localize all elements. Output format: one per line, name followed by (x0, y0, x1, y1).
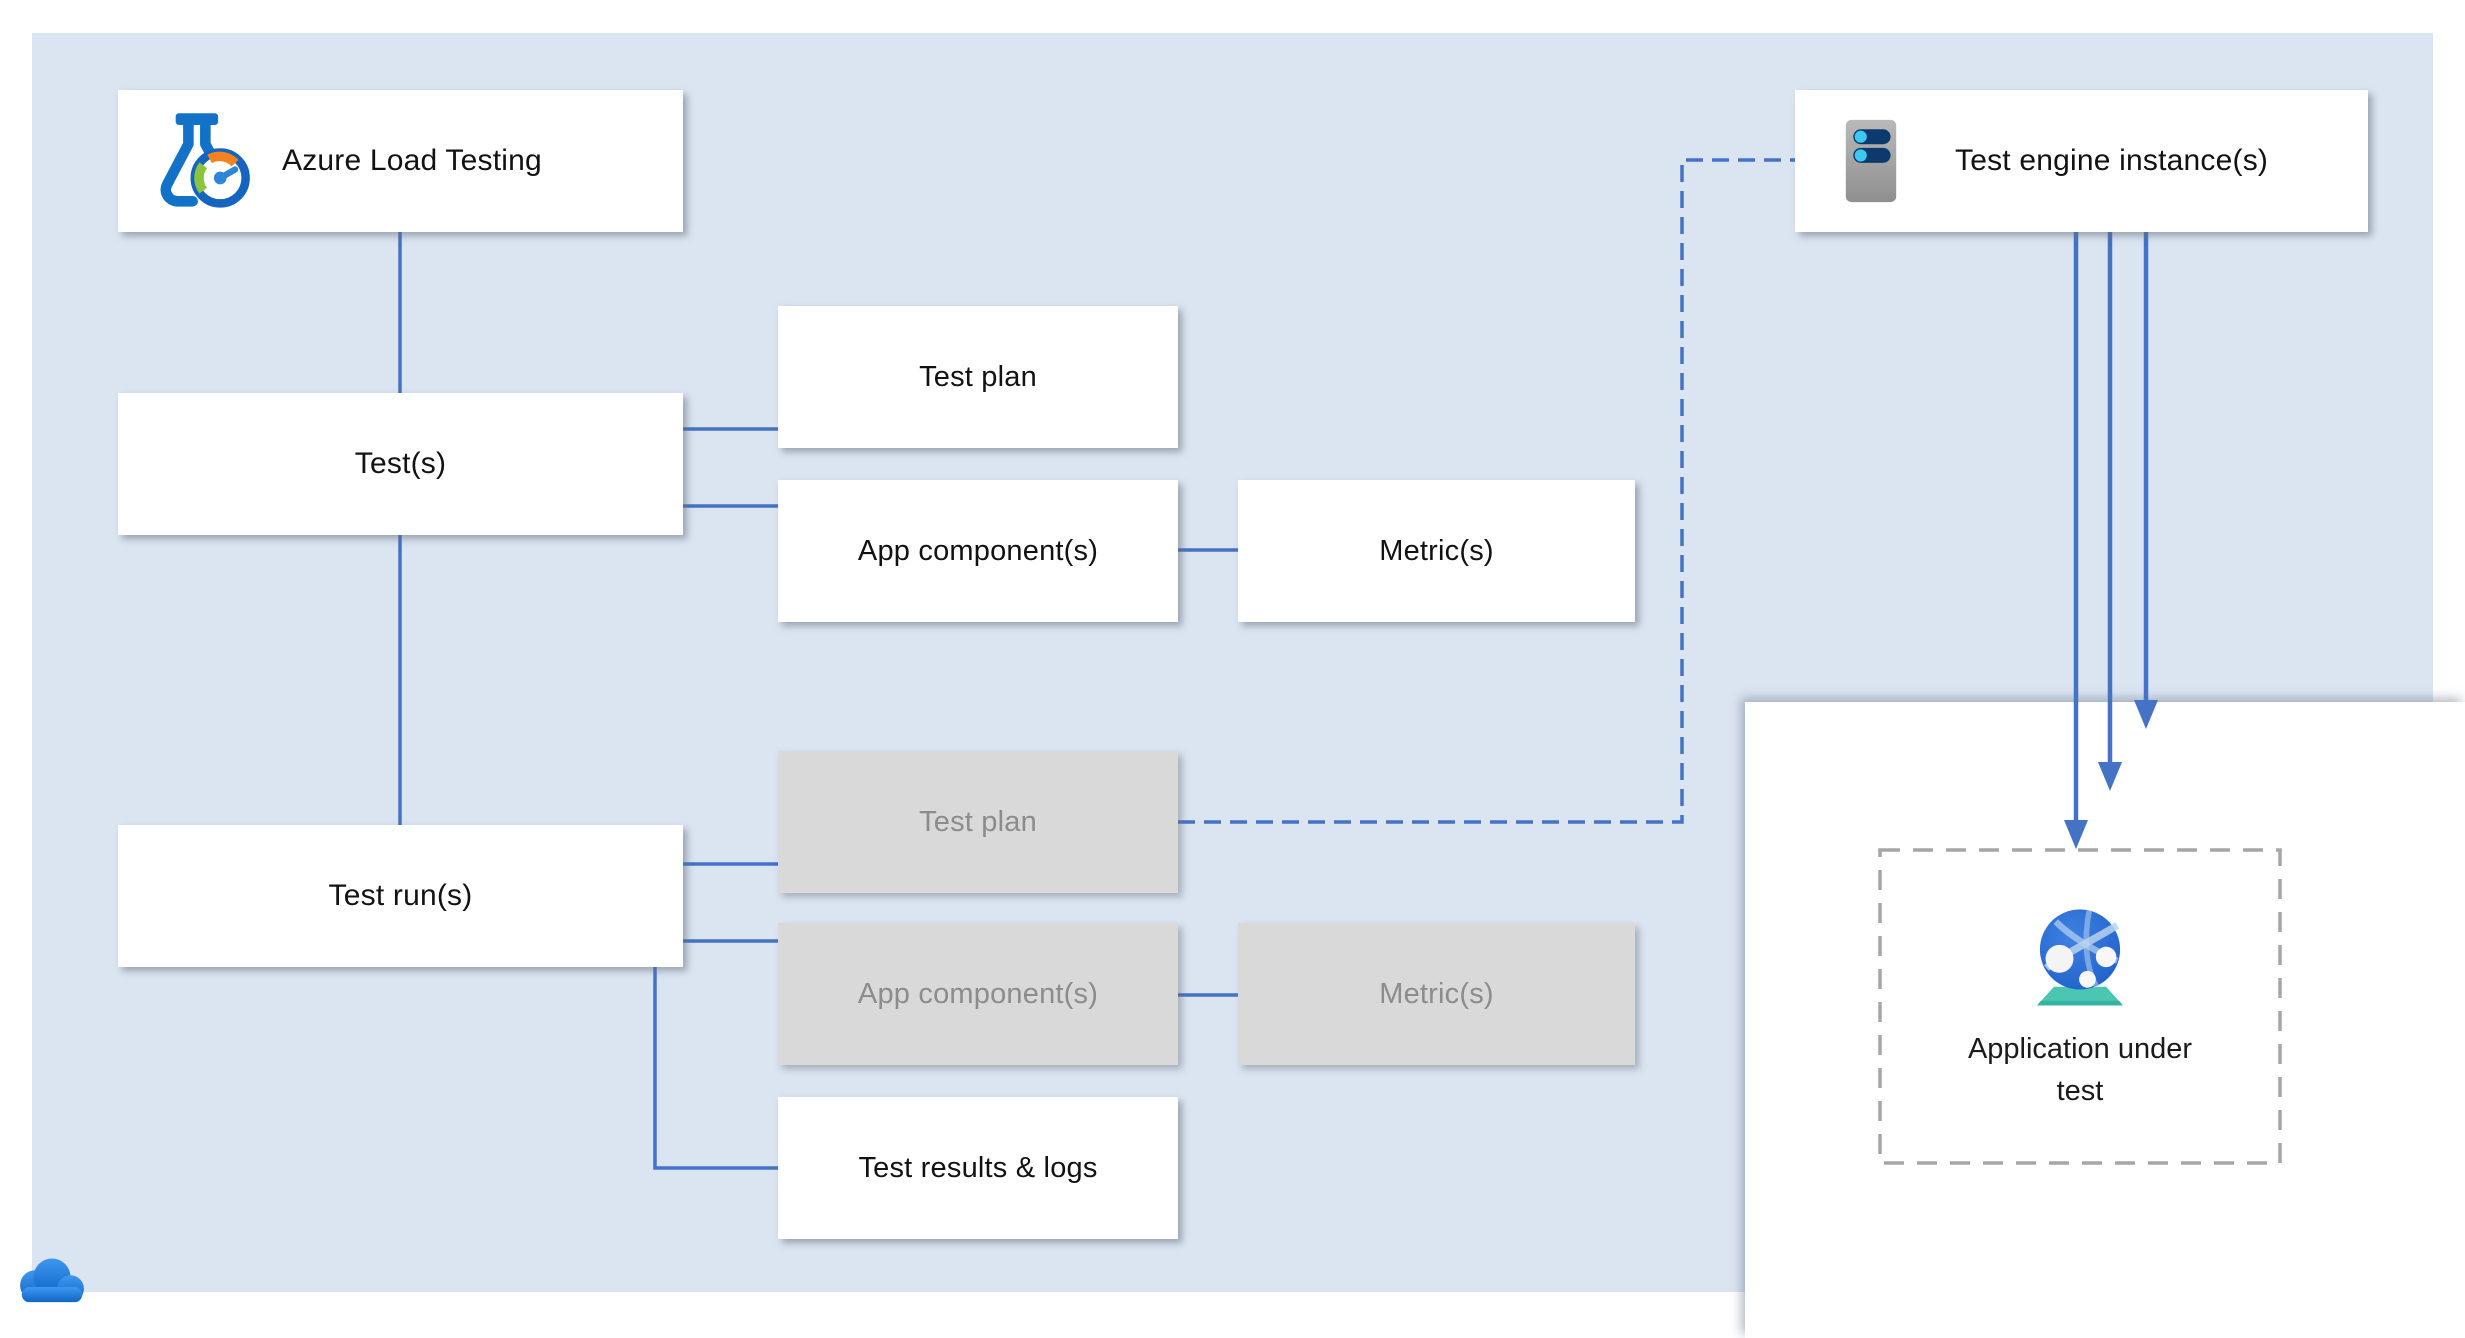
node-label: Test run(s) (328, 879, 473, 912)
node-run-app-components: App component(s) (778, 923, 1178, 1065)
node-label: Application under test (1967, 1033, 2193, 1107)
node-label: App component(s) (857, 534, 1099, 567)
node-tests: Test(s) (118, 393, 683, 535)
node-label: Azure Load Testing (282, 144, 542, 177)
node-azure-load-testing: Azure Load Testing (118, 90, 683, 232)
node-label: Test plan (919, 805, 1037, 838)
node-test-runs: Test run(s) (118, 825, 683, 967)
node-test-plan: Test plan (778, 306, 1178, 448)
node-label: Metric(s) (1379, 977, 1494, 1010)
node-app-components: App component(s) (778, 480, 1178, 622)
node-label: Test plan (919, 360, 1037, 393)
dashed-border (1878, 848, 2282, 1165)
node-run-test-plan: Test plan (778, 751, 1178, 893)
node-run-metrics: Metric(s) (1238, 923, 1635, 1065)
node-test-results-logs: Test results & logs (778, 1097, 1178, 1239)
node-application-under-test: Application under test (1878, 848, 2282, 1165)
node-test-engine-instances: Test engine instance(s) (1795, 90, 2368, 232)
node-label: App component(s) (857, 977, 1099, 1010)
node-label: Test engine instance(s) (1955, 144, 2269, 177)
node-label: Test results & logs (858, 1151, 1098, 1184)
external-background-region (1745, 702, 2465, 1338)
node-label: Test(s) (354, 447, 447, 480)
node-metrics: Metric(s) (1238, 480, 1635, 622)
node-label: Metric(s) (1379, 534, 1494, 567)
web-app-globe-icon (2024, 901, 2136, 1011)
load-testing-icon (146, 108, 252, 214)
server-icon (1843, 117, 1899, 205)
cloud-icon (10, 1250, 94, 1319)
